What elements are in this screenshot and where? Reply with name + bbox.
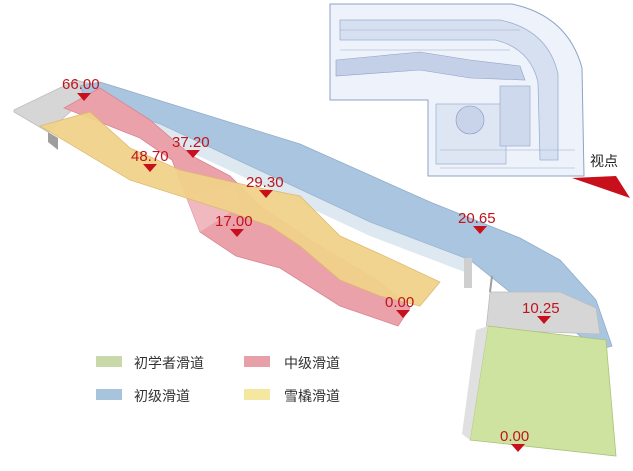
elevation-markers: 66.00 37.20 48.70 29.30 17.00 20.65 0.00 (62, 76, 560, 452)
elevation-marker: 29.30 (246, 174, 284, 198)
viewpoint-label: 视点 (590, 154, 618, 170)
legend-item-sled: 雪橇滑道 (244, 388, 340, 405)
elevation-triangle-icon (511, 444, 525, 452)
elevation-label: 0.00 (385, 294, 414, 311)
elevation-label: 17.00 (215, 213, 253, 230)
elevation-marker: 10.25 (522, 300, 560, 324)
legend-label: 雪橇滑道 (284, 388, 340, 405)
legend-swatch (96, 356, 122, 367)
legend-label: 初级滑道 (134, 388, 190, 405)
elevation-marker: 17.00 (215, 213, 253, 237)
green-run (462, 325, 617, 457)
legend: 初学者滑道 中级滑道 初级滑道 雪橇滑道 (96, 355, 340, 405)
elevation-triangle-icon (230, 229, 244, 237)
legend-item-intermediate: 中级滑道 (244, 355, 340, 372)
elevation-marker: 0.00 (500, 428, 529, 452)
elevation-triangle-icon (77, 93, 91, 101)
viewpoint-indicator: 视点 (572, 154, 630, 198)
legend-item-beginner: 初学者滑道 (96, 355, 204, 372)
lower-platform (485, 275, 601, 335)
legend-swatch (96, 389, 122, 400)
legend-label: 初学者滑道 (134, 355, 204, 372)
elevation-label: 10.25 (522, 300, 560, 317)
elevation-triangle-icon (473, 226, 487, 234)
elevation-triangle-icon (186, 150, 200, 158)
elevation-marker: 37.20 (172, 134, 210, 158)
legend-label: 中级滑道 (284, 355, 340, 372)
elevation-label: 66.00 (62, 76, 100, 93)
elevation-triangle-icon (259, 190, 273, 198)
elevation-label: 37.20 (172, 134, 210, 151)
elevation-marker: 48.70 (131, 148, 169, 172)
elevation-triangle-icon (537, 316, 551, 324)
elevation-label: 48.70 (131, 148, 169, 165)
legend-swatch (244, 356, 270, 367)
elevation-label: 0.00 (500, 428, 529, 445)
elevation-label: 20.65 (458, 210, 496, 227)
elevation-label: 29.30 (246, 174, 284, 191)
elevation-marker: 20.65 (458, 210, 496, 234)
viewpoint-arrow-icon (572, 176, 630, 198)
elevation-marker: 66.00 (62, 76, 100, 101)
elevation-triangle-icon (396, 310, 410, 318)
elevation-marker: 0.00 (385, 294, 414, 318)
site-plan-inset (329, 3, 585, 177)
legend-swatch (244, 389, 270, 400)
legend-item-elementary: 初级滑道 (96, 388, 190, 405)
elevation-triangle-icon (143, 164, 157, 172)
yellow-run (38, 111, 441, 307)
